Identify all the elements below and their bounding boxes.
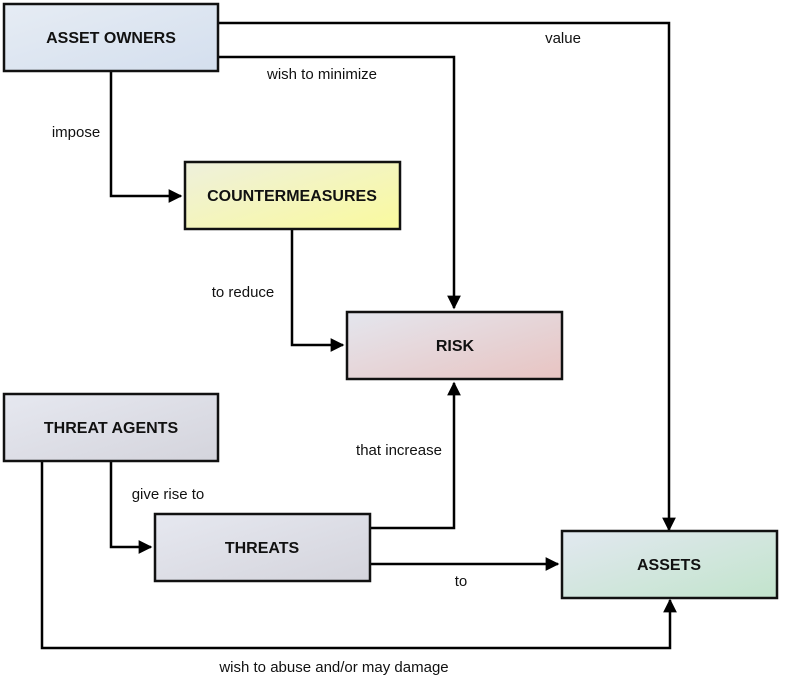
edge-owners-impose-countermeasures (109, 71, 183, 203)
node-assets: ASSETS (560, 529, 779, 600)
node-threats-label: THREATS (225, 540, 300, 557)
edge-agents-abuse-assets (40, 461, 677, 650)
edge-countermeasures-reduce-risk (290, 230, 345, 352)
node-threat-agents-box (2, 392, 220, 463)
edge-label-to: to (455, 573, 468, 590)
node-risk: RISK (345, 310, 564, 381)
node-asset-owners-label: ASSET OWNERS (46, 30, 176, 47)
edge-owners-minimize-risk (218, 55, 461, 310)
node-assets-label: ASSETS (637, 557, 701, 574)
node-asset-owners-box (2, 2, 220, 73)
node-asset-owners: ASSET OWNERS (2, 2, 220, 73)
edge-label-give-rise-to: give rise to (132, 486, 205, 503)
edge-label-that-increase: that increase (356, 442, 442, 459)
node-threats-box (153, 512, 372, 583)
node-risk-label: RISK (436, 338, 475, 355)
edge-label-to-reduce: to reduce (212, 284, 275, 301)
node-assets-box (560, 529, 779, 600)
edge-threats-increase-risk (370, 381, 461, 530)
node-countermeasures-box (183, 160, 402, 231)
node-risk-box (345, 310, 564, 381)
edge-label-impose: impose (52, 124, 100, 141)
node-threat-agents: THREAT AGENTS (2, 392, 220, 463)
edge-agents-give-rise-threats (109, 461, 153, 554)
edge-owners-value-assets (218, 21, 676, 532)
node-threat-agents-label: THREAT AGENTS (44, 420, 179, 437)
edge-label-wish-to-abuse: wish to abuse and/or may damage (218, 659, 448, 676)
edge-label-wish-to-minimize: wish to minimize (266, 66, 377, 83)
edge-label-value: value (545, 30, 581, 47)
node-countermeasures-label: COUNTERMEASURES (207, 188, 377, 205)
node-countermeasures: COUNTERMEASURES (183, 160, 402, 231)
node-threats: THREATS (153, 512, 372, 583)
